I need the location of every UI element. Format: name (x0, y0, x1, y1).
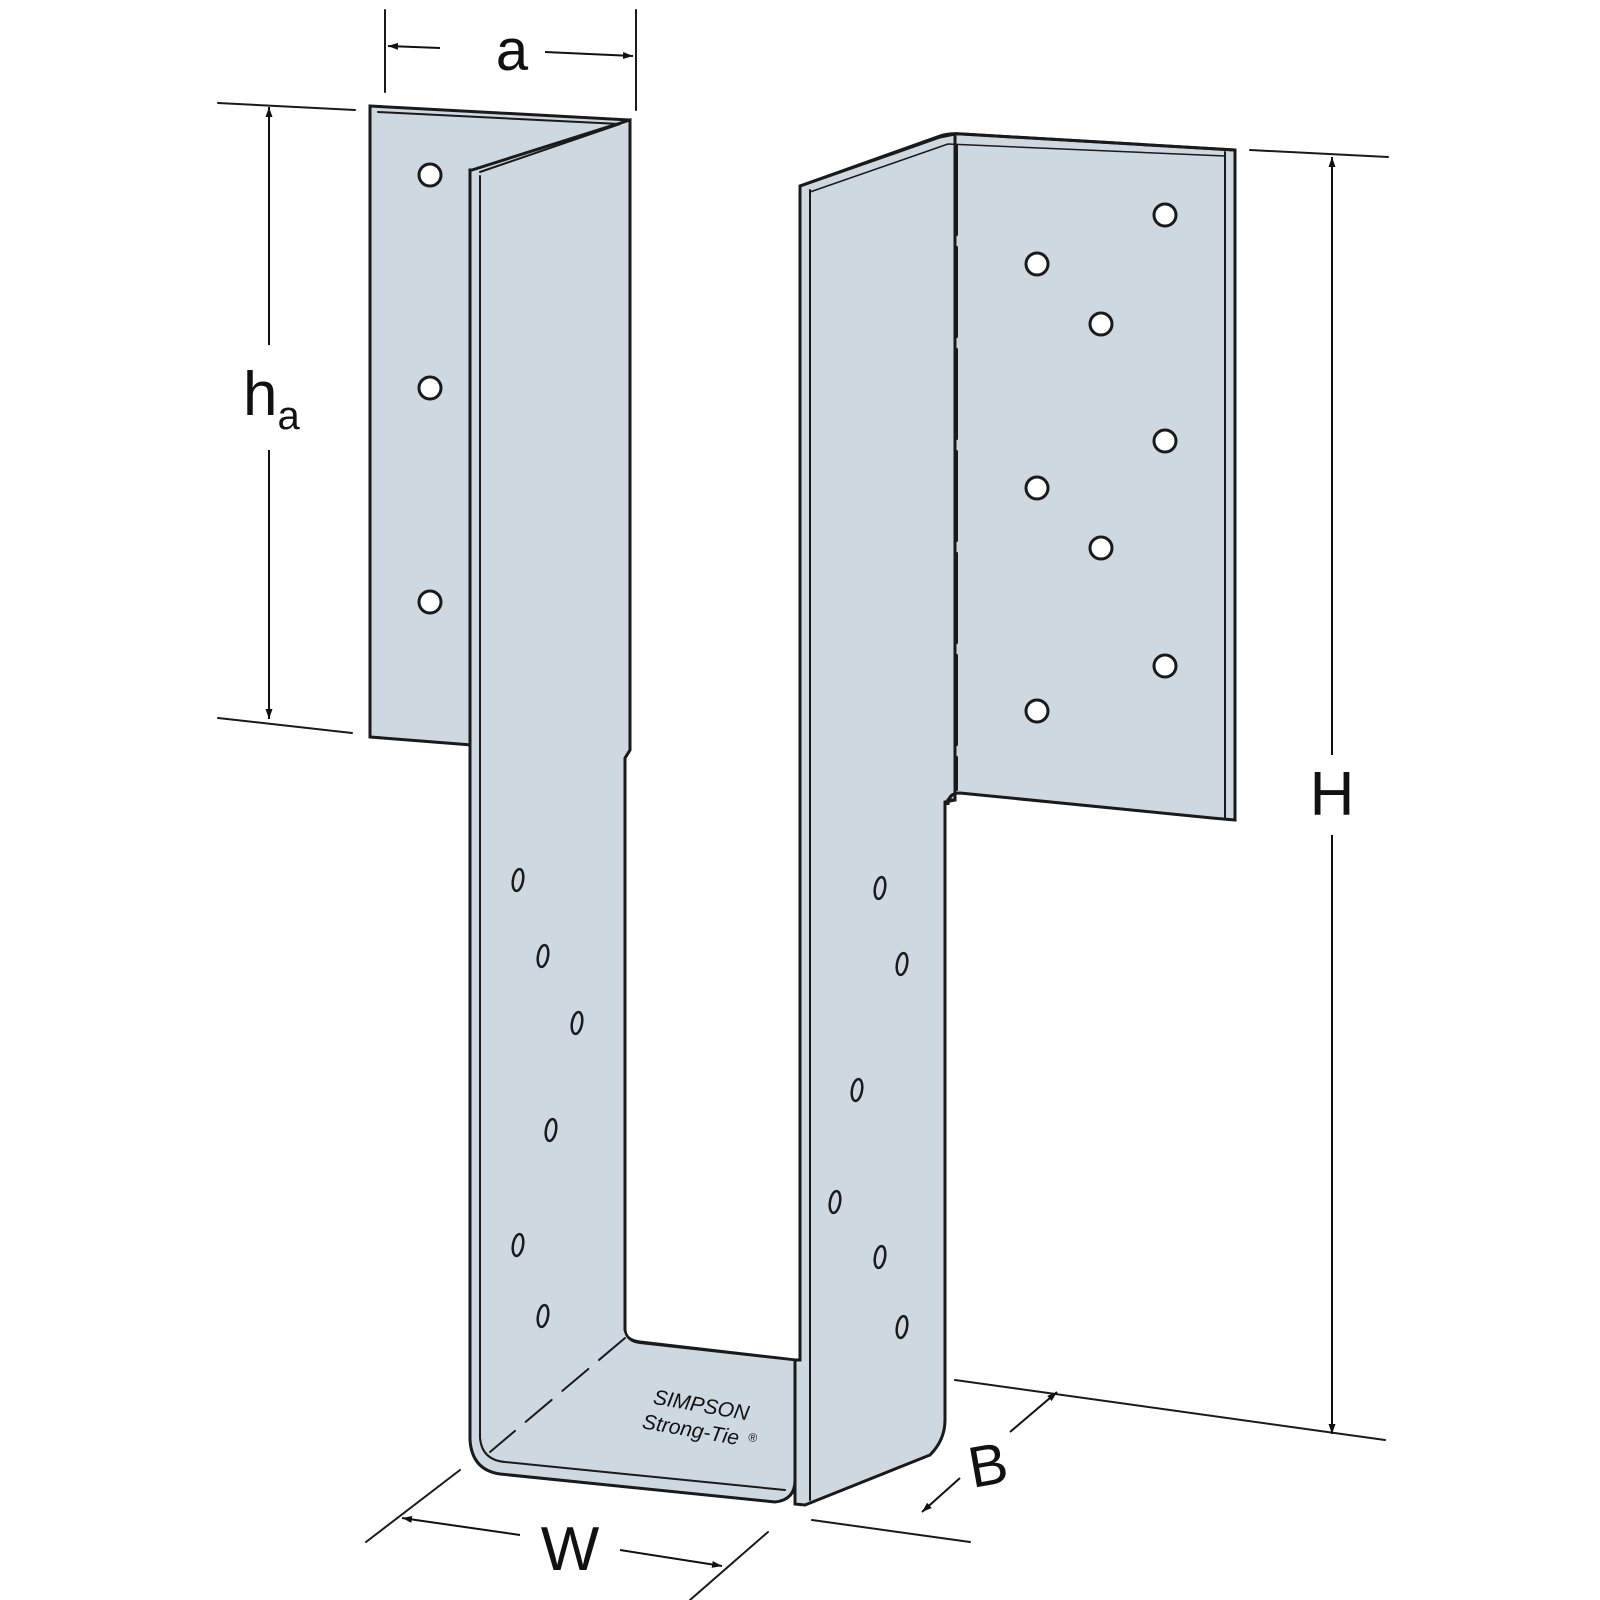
right-side-plate (793, 132, 957, 1507)
slot-hole-icon (895, 951, 909, 977)
dimension-label-B: B (963, 1430, 1012, 1501)
dimension-a: a (384, 9, 637, 111)
nail-hole-icon (1024, 698, 1050, 724)
dimension-label-H: H (1310, 760, 1355, 829)
slot-hole-icon (536, 1303, 550, 1329)
nail-hole-icon (417, 375, 443, 401)
nail-hole-icon (1152, 202, 1178, 228)
nail-hole-icon (1024, 475, 1050, 501)
slot-hole-icon (570, 1010, 584, 1036)
dimension-label-ha: ha (243, 360, 300, 438)
bottom-seat (484, 1330, 795, 1480)
nail-hole-icon (1152, 428, 1178, 454)
hanger-body (368, 104, 1237, 1507)
left-flange-holes (417, 162, 443, 615)
slot-hole-icon (544, 1117, 558, 1143)
dimension-label-a: a (496, 18, 529, 83)
slot-hole-icon (828, 1189, 842, 1215)
slot-hole-icon (511, 1232, 525, 1258)
slot-hole-icon (895, 1314, 909, 1340)
nail-hole-icon (1088, 311, 1114, 337)
nail-hole-icon (1152, 653, 1178, 679)
left-side-plate (468, 117, 797, 1504)
slot-hole-icon (536, 943, 550, 969)
dimension-label-W: W (541, 1515, 600, 1584)
nail-hole-icon (417, 589, 443, 615)
dimension-ha: ha (217, 102, 356, 734)
slot-hole-icon (873, 875, 887, 901)
right-flange-holes (1024, 202, 1178, 724)
registered-mark: ® (747, 1430, 758, 1445)
slot-hole-icon (511, 867, 525, 893)
nail-hole-icon (1088, 535, 1114, 561)
nail-hole-icon (417, 162, 443, 188)
dimension-H: H (954, 149, 1389, 1441)
nail-hole-icon (1024, 251, 1050, 277)
dimension-W: W (365, 1469, 769, 1600)
right-top-flange (939, 132, 1237, 822)
side-plate-slots (511, 867, 909, 1340)
slot-hole-icon (850, 1077, 864, 1103)
slot-hole-icon (873, 1244, 887, 1270)
